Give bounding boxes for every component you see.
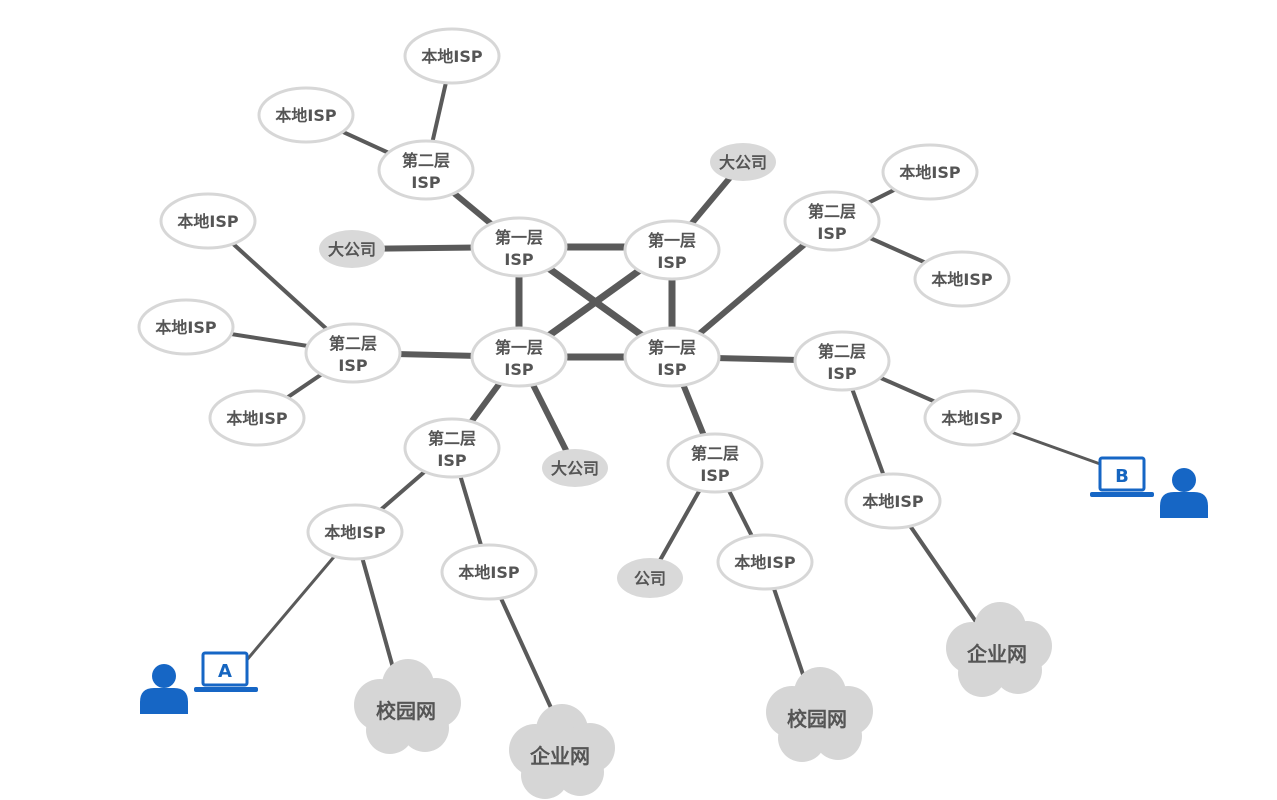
tier2-isp-right: 第二层 ISP [793,330,891,392]
tier1-isp-se: 第一层 ISP [623,326,721,388]
local-isp-bottom-right: 本地ISP [716,533,814,591]
company-bottom: 公司 [617,558,683,598]
tier1-isp-sw: 第一层 ISP [470,326,568,388]
tier1-isp-ne: 第一层 ISP [623,219,721,281]
node-label-line1: 第二层 [691,444,739,463]
cloud-label: 企业网 [529,744,590,768]
node-label-line2: ISP [817,224,846,243]
node-label: 本地ISP [941,409,1002,428]
local-isp-right-2: 本地ISP [844,472,942,530]
node-label: 本地ISP [862,492,923,511]
node-label: 大公司 [719,153,767,172]
cloud-label: 校园网 [787,707,847,731]
node-label-line1: 第一层 [495,338,543,357]
node-label: 公司 [634,569,666,588]
host-label: A [218,661,232,682]
cloud-campus-net-right: 校园网 [766,667,873,762]
node-label: 本地ISP [899,163,960,182]
node-label: 本地ISP [324,523,385,542]
local-isp-right-1: 本地ISP [923,389,1021,447]
host-b: B [1090,456,1208,518]
local-isp-top-left: 本地ISP [257,86,355,144]
local-isp-ne-2: 本地ISP [913,250,1011,308]
node-label: 本地ISP [155,318,216,337]
cloud-enterprise-net-right: 企业网 [946,602,1052,697]
cloud-campus-net-left: 校园网 [354,659,461,754]
tier2-isp-left: 第二层 ISP [304,322,402,384]
local-isp-ne-1: 本地ISP [881,143,979,201]
local-isp-bottom-mid: 本地ISP [440,543,538,601]
node-label-line1: 第一层 [495,228,543,247]
person-icon [140,664,188,714]
local-isp-left-3: 本地ISP [208,389,306,447]
tier2-isp-ne: 第二层 ISP [783,190,881,252]
local-isp-bottom-left: 本地ISP [306,503,404,561]
node-label: 本地ISP [177,212,238,231]
local-isp-top: 本地ISP [403,27,501,85]
node-label: 本地ISP [458,563,519,582]
tier2-isp-top: 第二层 ISP [377,139,475,201]
node-label-line2: ISP [657,253,686,272]
node-label-line2: ISP [700,466,729,485]
node-label-line1: 第二层 [428,429,476,448]
node-label-line1: 第二层 [329,334,377,353]
host-label: B [1115,466,1129,487]
tier2-isp-bottom-center: 第二层 ISP [666,432,764,494]
big-company-left: 大公司 [319,230,385,268]
tier2-isp-bottom-left: 第二层 ISP [403,417,501,479]
cloud-label: 校园网 [376,699,436,723]
cloud-enterprise-net-bottom: 企业网 [509,704,615,799]
node-label: 大公司 [551,459,599,478]
node-label-line1: 第一层 [648,231,696,250]
big-company-top: 大公司 [710,143,776,181]
node-label: 本地ISP [226,409,287,428]
node-label-line2: ISP [504,250,533,269]
tier1-isp-nw: 第一层 ISP [470,216,568,278]
node-label-line2: ISP [411,173,440,192]
node-label: 大公司 [328,240,376,259]
big-company-bottom: 大公司 [542,449,608,487]
host-a: A [140,651,258,714]
local-isp-left-2: 本地ISP [137,298,235,356]
node-label-line2: ISP [504,360,533,379]
local-isp-left-1: 本地ISP [159,192,257,250]
node-label: 本地ISP [421,47,482,66]
node-label: 本地ISP [931,270,992,289]
cloud-label: 企业网 [966,642,1027,666]
node-label-line1: 第一层 [648,338,696,357]
node-label-line2: ISP [338,356,367,375]
node-label-line2: ISP [657,360,686,379]
node-label-line1: 第二层 [808,202,856,221]
node-label: 本地ISP [275,106,336,125]
person-icon [1160,468,1208,518]
laptop-icon: B [1090,456,1154,497]
laptop-icon: A [194,651,258,692]
node-label: 本地ISP [734,553,795,572]
node-label-line1: 第二层 [402,151,450,170]
node-label-line1: 第二层 [818,342,866,361]
node-label-line2: ISP [437,451,466,470]
node-label-line2: ISP [827,364,856,383]
